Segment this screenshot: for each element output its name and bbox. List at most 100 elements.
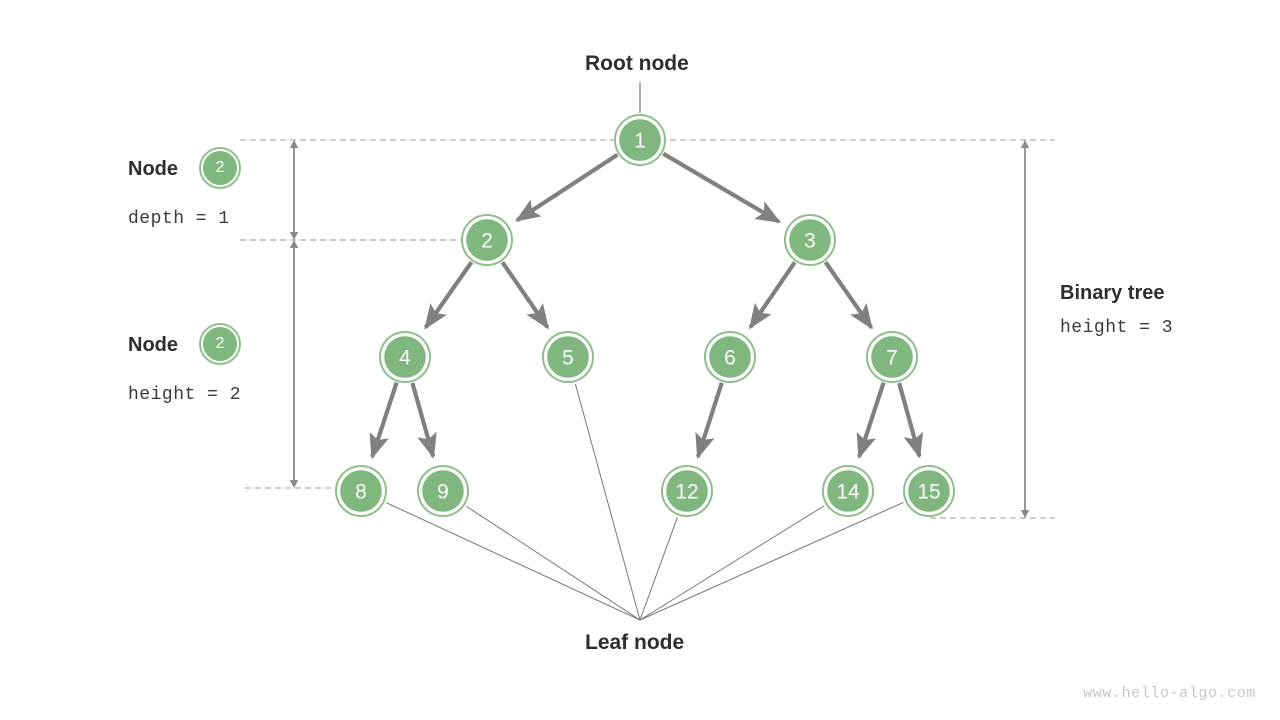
depth-1-measure-arrowhead-top: [289, 140, 299, 148]
tree-edge-n1-n2: [515, 153, 619, 223]
tree-node-12-gap: [663, 467, 711, 515]
callout-depth-badge: 2: [203, 151, 237, 185]
tree-node-12-disc: [666, 470, 708, 512]
tree-node-6[interactable]: 6: [704, 331, 756, 383]
leaf-pointer-line-n9: [466, 505, 641, 621]
leaf-pointer-line-n14: [639, 505, 825, 621]
tree-edge-n4-n8: [369, 381, 399, 460]
tree-node-2-disc: [466, 219, 508, 261]
leaf-pointer-line-n8: [386, 502, 641, 621]
guide-lines-group: [240, 139, 1055, 519]
tree-node-7-gap: [868, 333, 916, 381]
measure-arrows-group: [289, 140, 1030, 518]
leaf-pointer-line-n5: [574, 383, 641, 621]
tree-node-9-gap: [419, 467, 467, 515]
tree-node-8-disc: [340, 470, 382, 512]
tree-node-5-gap: [544, 333, 592, 381]
callout-height-detail: height = 2: [128, 385, 242, 405]
callout-tree-title: Binary tree: [1060, 282, 1165, 304]
tree-node-1-value: 1: [634, 130, 646, 153]
tree-node-9[interactable]: 9: [417, 465, 469, 517]
tree-edge-n7-n14: [856, 381, 886, 460]
tree-node-3[interactable]: 3: [784, 214, 836, 266]
callout-height-title: Node: [128, 334, 178, 356]
tree-node-6-disc: [709, 336, 751, 378]
tree-edge-n2-n4: [423, 260, 474, 330]
leaf-pointer-line-n12: [639, 517, 678, 621]
tree-node-8[interactable]: 8: [335, 465, 387, 517]
height-2-measure-arrowhead-top: [289, 240, 299, 248]
callout-height-badge-value: 2: [215, 335, 225, 352]
tree-node-7-value: 7: [886, 347, 898, 370]
callout-tree-detail: height = 3: [1060, 318, 1174, 338]
tree-node-3-disc: [789, 219, 831, 261]
tree-node-5-disc: [547, 336, 589, 378]
tree-node-7-ring: [866, 331, 918, 383]
tree-node-8-ring: [335, 465, 387, 517]
tree-edge-n3-n6: [748, 261, 797, 330]
tree-node-15-disc: [908, 470, 950, 512]
tree-node-4-gap: [381, 333, 429, 381]
tree-node-4-disc: [384, 336, 426, 378]
tree-node-15[interactable]: 15: [903, 465, 955, 517]
leaf-pointer-lines-group: [386, 383, 904, 621]
tree-node-14-ring: [822, 465, 874, 517]
tree-node-2-ring: [461, 214, 513, 266]
tree-node-6-ring: [704, 331, 756, 383]
tree-node-6-value: 6: [724, 347, 736, 370]
tree-node-15-gap: [905, 467, 953, 515]
tree-node-15-ring: [903, 465, 955, 517]
tree-node-14[interactable]: 14: [822, 465, 874, 517]
tree-edge-n7-n15: [897, 382, 924, 459]
callout-height-badge: 2: [203, 327, 237, 361]
tree-node-4-value: 4: [399, 347, 411, 370]
tree-node-5-value: 5: [562, 347, 574, 370]
tree-node-7-disc: [871, 336, 913, 378]
tree-node-6-gap: [706, 333, 754, 381]
tree-edge-n1-n3: [662, 151, 782, 224]
tree-node-12-value: 12: [675, 481, 698, 504]
tree-node-3-gap: [786, 216, 834, 264]
tree-edge-n2-n5: [500, 261, 550, 330]
tree-edges-group: [369, 151, 924, 460]
tree-node-1-disc: [619, 119, 661, 161]
tree-node-3-ring: [784, 214, 836, 266]
tree-node-2[interactable]: 2: [461, 214, 513, 266]
tree-node-9-ring: [417, 465, 469, 517]
height-2-measure-arrowhead-bottom: [289, 480, 299, 488]
leaf-node-label: Leaf node: [585, 631, 685, 654]
tree-node-5[interactable]: 5: [542, 331, 594, 383]
tree-node-1-gap: [616, 116, 664, 164]
tree-node-4-ring: [379, 331, 431, 383]
tree-edge-n6-n12: [695, 382, 724, 460]
tree-node-14-disc: [827, 470, 869, 512]
watermark: www.hello-algo.com: [1083, 685, 1256, 702]
tree-edge-n3-n7: [823, 260, 874, 330]
tree-node-3-value: 3: [804, 230, 816, 253]
tree-node-1-ring: [614, 114, 666, 166]
tree-node-7[interactable]: 7: [866, 331, 918, 383]
tree-height-measure-arrowhead-top: [1020, 140, 1030, 148]
tree-node-14-gap: [824, 467, 872, 515]
tree-node-4[interactable]: 4: [379, 331, 431, 383]
depth-1-measure-arrowhead-bottom: [289, 232, 299, 240]
callout-depth-detail: depth = 1: [128, 209, 230, 229]
callout-depth-title: Node: [128, 158, 178, 180]
tree-node-5-ring: [542, 331, 594, 383]
tree-node-9-disc: [422, 470, 464, 512]
tree-node-1[interactable]: 1: [614, 114, 666, 166]
root-node-label: Root node: [585, 52, 689, 75]
tree-node-15-value: 15: [917, 481, 940, 504]
tree-node-12[interactable]: 12: [661, 465, 713, 517]
tree-node-2-gap: [463, 216, 511, 264]
callout-depth-badge-value: 2: [215, 159, 225, 176]
tree-node-14-value: 14: [836, 481, 860, 504]
tree-edge-n4-n9: [410, 382, 437, 459]
leaf-pointer-line-n15: [639, 501, 904, 621]
tree-height-measure-arrowhead-bottom: [1020, 510, 1030, 518]
tree-node-9-value: 9: [437, 481, 449, 504]
tree-node-12-ring: [661, 465, 713, 517]
